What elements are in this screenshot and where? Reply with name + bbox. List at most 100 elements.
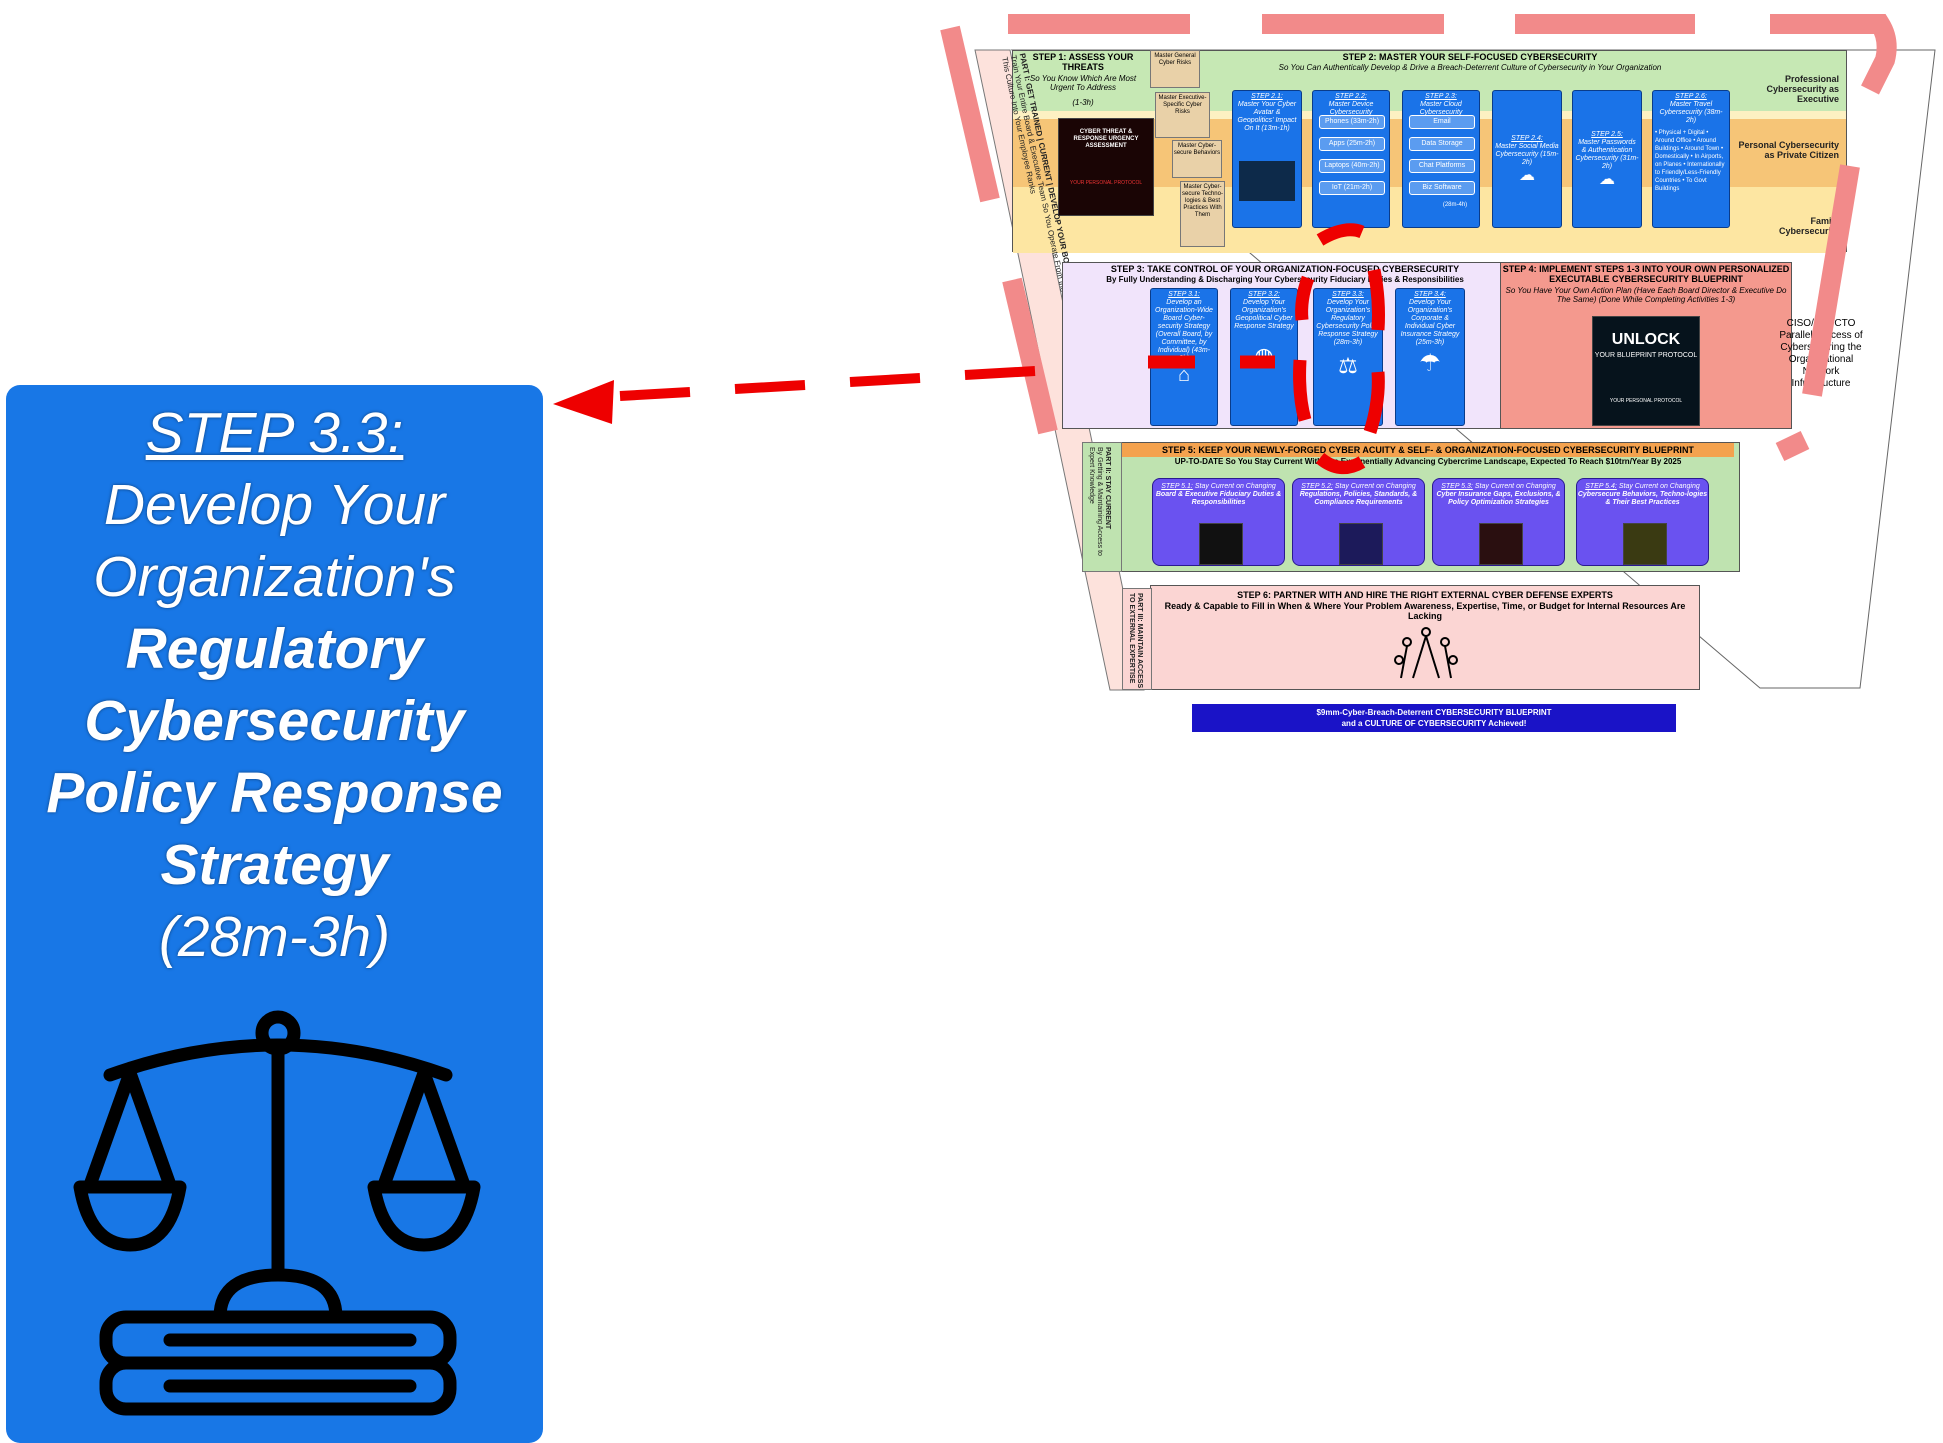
step-2-6-card: STEP 2.6: Master Travel Cybersecurity (3… — [1652, 90, 1730, 228]
step-5-3-body: Cyber Insurance Gaps, Exclusions, & Poli… — [1436, 491, 1561, 506]
step-5-2-card: STEP 5.2: Stay Current on Changing Regul… — [1292, 478, 1425, 566]
step-5-4-head: STEP 5.4: — [1585, 483, 1617, 490]
step-5-2-body: Regulations, Policies, Standards, & Comp… — [1299, 491, 1418, 506]
step-1-title: STEP 1: ASSESS YOUR THREATS — [1032, 52, 1134, 72]
step-5-2-head: STEP 5.2: — [1301, 483, 1333, 490]
step-3-2-head: STEP 3.2: — [1248, 291, 1280, 298]
step-2-2-card: STEP 2.2: Master Device Cybersecurity Ph… — [1312, 90, 1390, 228]
globe-cloud-icon: ☁ — [1519, 167, 1535, 184]
step-2-3-body: Master Cloud Cybersecurity — [1419, 101, 1463, 116]
step-5-title-bar — [1122, 443, 1734, 457]
step-2-title: STEP 2: MASTER YOUR SELF-FOCUSED CYBERSE… — [1342, 52, 1598, 62]
team-icon: ⌂ — [1177, 364, 1191, 386]
globe-cloud-icon-2: ☁ — [1599, 171, 1615, 188]
step-2-6-head: STEP 2.6: — [1675, 93, 1707, 100]
part-2-tab: PART II: STAY CURRENT By Getting & Maint… — [1082, 442, 1122, 572]
step-3-4-card: STEP 3.4: Develop Your Organization's Co… — [1395, 288, 1465, 426]
zoom-line-develop: Develop Your — [103, 473, 446, 537]
step-5-4-pre: Stay Current on Changing — [1618, 483, 1700, 490]
tab-executive-cyber-risks: Master Executive-Specific Cyber Risks — [1155, 92, 1210, 138]
step-2-4-body: Master Social Media Cybersecurity (15m-2… — [1495, 143, 1559, 166]
step-3-4-head: STEP 3.4: — [1414, 291, 1446, 298]
part-3-label: PART III: MAINTAIN ACCESS TO EXTERNAL EX… — [1128, 593, 1143, 689]
zoom-line-regulatory: Regulatory — [125, 617, 424, 681]
part-2-title: PART II: STAY CURRENT — [1104, 447, 1111, 530]
final-line-2: and a CULTURE OF CYBERSECURITY Achieved! — [1341, 719, 1527, 728]
threat-assessment-book-cover: CYBER THREAT & RESPONSE URGENCY ASSESSME… — [1058, 118, 1154, 216]
step-2-4-card: STEP 2.4: Master Social Media Cybersecur… — [1492, 90, 1562, 228]
step-5-2-pre: Stay Current on Changing — [1334, 483, 1416, 490]
zoom-line-strategy: Strategy — [160, 833, 389, 897]
pill-laptops: Laptops (40m-2h) — [1319, 159, 1385, 173]
step-2-1-card: STEP 2.1: Master Your Cyber Avatar & Geo… — [1232, 90, 1302, 228]
unlock-book-footer: YOUR PERSONAL PROTOCOL — [1609, 398, 1683, 404]
step-6-title: STEP 6: PARTNER WITH AND HIRE THE RIGHT … — [1237, 590, 1613, 600]
tab-general-cyber-risks: Master General Cyber Risks — [1150, 50, 1200, 88]
step-3-4-body: Develop Your Organization's Corporate & … — [1400, 299, 1460, 346]
step-1-subtitle: So You Know Which Are Most Urgent To Add… — [1029, 74, 1137, 92]
unlock-book-subtitle: YOUR BLUEPRINT PROTOCOL — [1594, 352, 1698, 359]
scales-mini-icon: ⚖ — [1338, 353, 1358, 378]
step-5-subtitle: UP-TO-DATE So You Stay Current With The … — [1174, 457, 1682, 466]
step-5-3-card: STEP 5.3: Stay Current on Changing Cyber… — [1432, 478, 1565, 566]
step-2-6-body: Master Travel Cybersecurity (38m-2h) — [1659, 101, 1723, 124]
umbrella-icon: ☂ — [1419, 350, 1441, 377]
step-3-2-body: Develop Your Organization's Geopolitical… — [1234, 299, 1294, 330]
label-professional: Professional Cybersecurity as Executive — [1766, 74, 1839, 104]
cloud-duration: (28m-4h) — [1442, 202, 1468, 208]
step-2-subtitle: So You Can Authentically Develop & Drive… — [1278, 63, 1662, 72]
step-5-3-head: STEP 5.3: — [1441, 483, 1473, 490]
expert-team-icon — [1394, 627, 1458, 679]
step-5-title: STEP 5: KEEP YOUR NEWLY-FORGED CYBER ACU… — [1162, 445, 1694, 455]
pill-biz-software: Biz Software — [1409, 181, 1475, 195]
step-2-5-card: STEP 2.5: Master Passwords & Authenticat… — [1572, 90, 1642, 228]
step-5-3-pre: Stay Current on Changing — [1474, 483, 1556, 490]
step-2-2-body: Master Device Cybersecurity — [1328, 101, 1374, 116]
step-2-2-head: STEP 2.2: — [1335, 93, 1367, 100]
cyber-avatar-image — [1239, 161, 1295, 201]
part-3-tab: PART III: MAINTAIN ACCESS TO EXTERNAL EX… — [1122, 588, 1152, 690]
zoom-card-step-3-3: STEP 3.3: Develop Your Organization's Re… — [6, 385, 543, 1443]
step-3-1-head: STEP 3.1: — [1168, 291, 1200, 298]
step-3-subtitle: By Fully Understanding & Discharging You… — [1106, 275, 1464, 284]
step-5-3-thumbnail — [1479, 523, 1523, 565]
step-2-1-head: STEP 2.1: — [1251, 93, 1283, 100]
step-4-subtitle: So You Have Your Own Action Plan (Have E… — [1505, 286, 1787, 304]
pill-apps: Apps (25m-2h) — [1319, 137, 1385, 151]
pill-iot: IoT (21m-2h) — [1319, 181, 1385, 195]
pill-email: Email — [1409, 115, 1475, 129]
step-5-4-body: Cybersecure Behaviors, Techno-logies & T… — [1577, 491, 1708, 506]
step-3-title: STEP 3: TAKE CONTROL OF YOUR ORGANIZATIO… — [1110, 264, 1460, 274]
unlock-blueprint-book-cover: UNLOCK YOUR BLUEPRINT PROTOCOL YOUR PERS… — [1592, 316, 1700, 426]
unlock-book-title: UNLOCK — [1611, 331, 1681, 348]
step-5-1-card: STEP 5.1: Stay Current on Changing Board… — [1152, 478, 1285, 566]
zoom-line-organization: Organization's — [93, 545, 456, 609]
final-blueprint-banner: $9mm-Cyber-Breach-Deterrent CYBERSECURIT… — [1192, 704, 1676, 732]
final-line-1: $9mm-Cyber-Breach-Deterrent CYBERSECURIT… — [1316, 708, 1552, 717]
step-6-band — [1150, 585, 1700, 690]
label-family: Family Cybersecurity — [1778, 216, 1839, 236]
pill-data-storage: Data Storage — [1409, 137, 1475, 151]
pill-chat-platforms: Chat Platforms — [1409, 159, 1475, 173]
label-personal: Personal Cybersecurity as Private Citize… — [1738, 140, 1839, 160]
step-6-subtitle: Ready & Capable to Fill in When & Where … — [1164, 601, 1686, 621]
step-2-3-head: STEP 2.3: — [1425, 93, 1457, 100]
part-2-subtitle: By Getting & Maintaining Access to Exper… — [1088, 447, 1103, 556]
zoom-line-policy: Policy Response — [46, 761, 503, 825]
step-2-3-card: STEP 2.3: Master Cloud Cybersecurity Ema… — [1402, 90, 1480, 228]
step-4-title: STEP 4: IMPLEMENT STEPS 1-3 INTO YOUR OW… — [1502, 264, 1790, 284]
travel-list: • Physical + Digital • Around Office • A… — [1655, 130, 1725, 192]
tab-cybersecure-behaviors: Master Cyber-secure Behaviors — [1172, 140, 1222, 178]
step-5-1-thumbnail — [1199, 523, 1243, 565]
zoom-line-cybersecurity: Cybersecurity — [84, 689, 465, 753]
step-3-3-head: STEP 3.3: — [1332, 291, 1364, 298]
step-2-4-head: STEP 2.4: — [1511, 135, 1543, 142]
step-5-1-head: STEP 5.1: — [1161, 483, 1193, 490]
pill-phones: Phones (33m-2h) — [1319, 115, 1385, 129]
step-5-2-thumbnail — [1339, 523, 1383, 565]
step-2-5-head: STEP 2.5: — [1591, 131, 1623, 138]
step-3-3-body: Develop Your Organization's Regulatory C… — [1316, 299, 1380, 346]
zoom-step-number: STEP 3.3: — [145, 401, 404, 465]
zoom-line-duration: (28m-3h) — [158, 905, 391, 969]
